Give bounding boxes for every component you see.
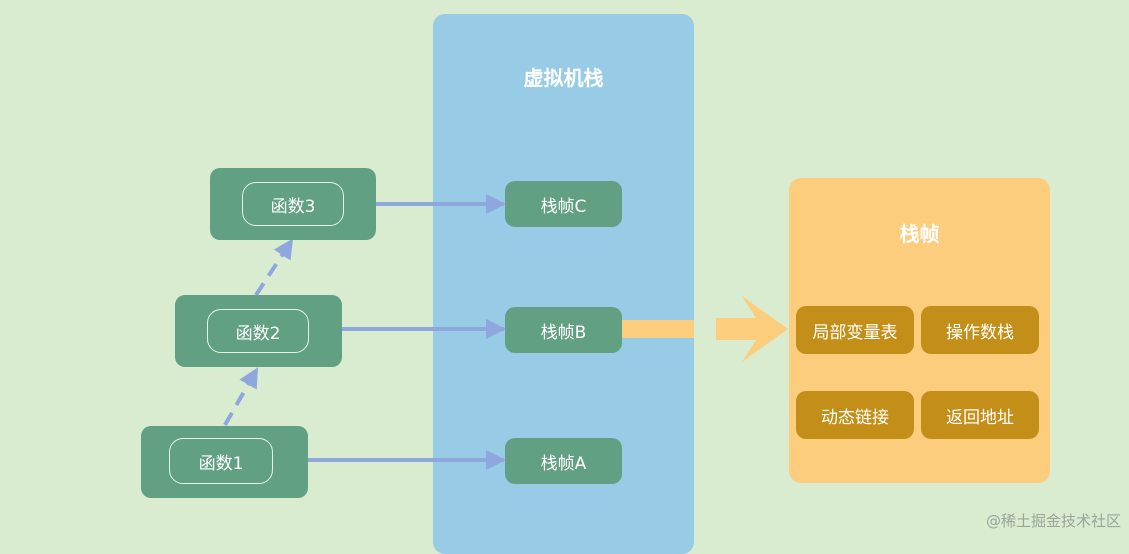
function1-label: 函数1 — [169, 438, 273, 484]
stack-frame-c: 栈帧C — [505, 181, 622, 227]
field-local-variable-table: 局部变量表 — [796, 306, 914, 354]
field-operand-stack: 操作数栈 — [921, 306, 1039, 354]
vm-stack-title: 虚拟机栈 — [523, 66, 604, 90]
function3-node: 函数3 — [210, 168, 376, 240]
function3-label: 函数3 — [242, 182, 344, 226]
function2-label: 函数2 — [207, 309, 309, 353]
field-dynamic-linking: 动态链接 — [796, 391, 914, 439]
dashed-arrow-function1-to-function2 — [223, 367, 259, 426]
watermark: @稀土掘金技术社区 — [985, 512, 1121, 530]
dashed-arrow-function2-to-function3 — [254, 238, 294, 297]
stack-frame-a: 栈帧A — [505, 438, 622, 484]
stack-frame-detail-title: 栈帧 — [899, 222, 940, 246]
frameB-expand-bar — [622, 320, 694, 338]
field-return-address: 返回地址 — [921, 391, 1039, 439]
stack-frame-b: 栈帧B — [505, 307, 622, 353]
big-arrow-to-frame-detail — [716, 296, 788, 362]
connector-layer — [223, 194, 788, 470]
function2-node: 函数2 — [175, 295, 342, 367]
function1-node: 函数1 — [141, 426, 308, 498]
